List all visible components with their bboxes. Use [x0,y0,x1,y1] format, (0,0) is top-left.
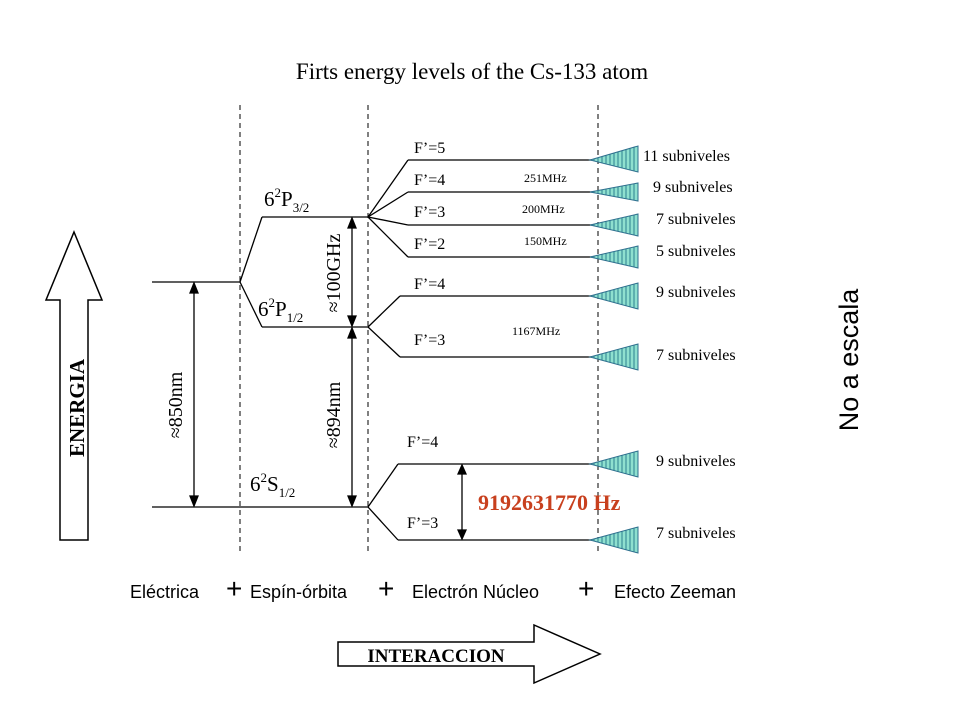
zeeman-label-p12-f3: 7 subniveles [656,347,736,364]
zeeman-fan-p32-f4 [589,182,639,202]
splitting-ground: 9192631770 Hz [478,490,621,515]
f-label-p32-f3: F’=3 [414,204,445,221]
zeeman-label-p32-f4: 9 subniveles [653,179,733,196]
f-label-p12-f3: F’=3 [414,332,445,349]
zeeman-label-s12-f3: 7 subniveles [656,525,736,542]
splitting-p32-32: 150MHz [524,234,567,248]
zeeman-fan-p32-f2 [589,245,639,269]
fine-split-up [239,216,263,283]
splitting-p32-43: 200MHz [522,202,565,216]
zeeman-fan-s12-f3 [588,526,639,554]
plus-sign-3: + [578,573,594,604]
plus-sign-1: + [226,573,242,604]
zeeman-fan-s12-f4 [588,450,639,478]
state-s12-label: 62S1/2 [250,470,295,500]
scale-note: No a escala [834,288,864,432]
zeeman-label-p12-f4: 9 subniveles [656,284,736,301]
f-label-p32-f5: F’=5 [414,140,445,157]
state-p12-label: 62P1/2 [258,295,303,325]
plus-sign-2: + [378,573,394,604]
f-label-p12-f4: F’=4 [414,276,445,293]
hf-p12-f3-branch [367,326,401,358]
state-p32-label: 62P3/2 [264,185,309,215]
interaction-nucleus: Electrón Núcleo [412,582,539,602]
interaction-label: INTERACCION [367,646,505,667]
hf-p32-f2-branch [367,216,409,258]
ground-split-arrow [456,463,468,541]
energy-arrow [44,230,104,541]
hf-p12-f4-branch [367,295,401,328]
d1-wavelength-label: ≈894nm [323,381,345,448]
hf-p32-f5-branch [367,159,409,218]
hf-p32-f4-branch [367,191,409,218]
fine-split-down [239,281,263,328]
f-label-s12-f3: F’=3 [407,515,438,532]
fine-splitting-label: ≈100GHz [323,234,345,313]
hf-p32-f3-branch [367,216,409,226]
zeeman-fan-p12-f4 [588,282,639,310]
zeeman-label-p32-f5: 11 subniveles [643,148,730,165]
zeeman-fan-p32-f5 [588,145,639,173]
f-label-p32-f4: F’=4 [414,172,445,189]
page-title: Firts energy levels of the Cs-133 atom [296,59,648,84]
splitting-p32-54: 251MHz [524,171,567,185]
interaction-spin-orbit: Espín-órbita [250,582,348,602]
f-label-s12-f4: F’=4 [407,434,438,451]
d2-wavelength-label: ≈850nm [165,371,187,438]
zeeman-fan-p12-f3 [588,343,639,371]
d1-transition-arrow [347,326,357,508]
zeeman-fan-p32-f3 [589,213,639,237]
d2-transition-arrow [189,281,199,508]
hf-s12-f4-branch [367,463,399,508]
zeeman-label-p32-f3: 7 subniveles [656,211,736,228]
splitting-p12: 1167MHz [512,324,560,338]
f-label-p32-f2: F’=2 [414,236,445,253]
zeeman-label-p32-f2: 5 subniveles [656,243,736,260]
fine-split-arrow [347,216,357,328]
interaction-zeeman: Efecto Zeeman [614,582,736,602]
energy-axis-label: ENERGIA [65,358,89,457]
interaction-electric: Eléctrica [130,582,200,602]
zeeman-label-s12-f4: 9 subniveles [656,453,736,470]
interaction-arrow [337,623,602,685]
hf-s12-f3-branch [367,506,399,541]
